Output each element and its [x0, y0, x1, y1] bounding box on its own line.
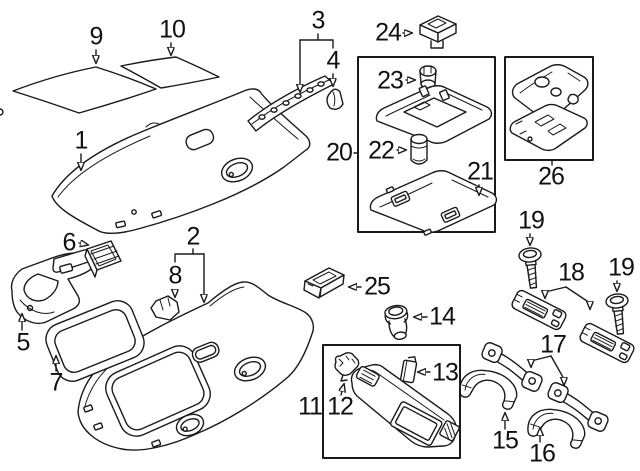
screw-19-right-drawing: [604, 292, 633, 336]
visor-clip-12-drawing: [334, 352, 360, 382]
console-insert-drawing: [84, 240, 122, 278]
reading-lamp-bracket-drawing: [509, 103, 588, 152]
callout-22: 22: [368, 136, 395, 165]
callout-8: 8: [168, 261, 183, 290]
overhead-console-housing-drawing: [10, 249, 97, 325]
callout-16: 16: [529, 439, 556, 468]
callout-7: 7: [49, 368, 64, 397]
callout-14: 14: [429, 302, 456, 331]
callout-19-right: 19: [608, 253, 635, 282]
insulation-pad-10-drawing: [120, 56, 220, 89]
reading-lamp-25-drawing: [303, 267, 345, 299]
headliner-front-drawing: [51, 88, 311, 235]
sunroof-trim-ring-drawing: [45, 300, 145, 382]
map-lamp-switch-drawing: [419, 15, 457, 49]
callout-1: 1: [74, 126, 89, 155]
handle-bracket-left-drawing: [509, 288, 569, 332]
bulb-drawing: [410, 133, 428, 165]
headliner-sunroof-drawing: [77, 281, 315, 451]
dome-lamp-drawing: [0, 85, 493, 144]
clip-8-drawing: [150, 295, 180, 321]
callout-24: 24: [375, 18, 402, 47]
callout-23: 23: [377, 66, 404, 95]
sun-visor-box: [322, 344, 461, 459]
callout-2: 2: [186, 222, 201, 251]
callout-9: 9: [89, 22, 104, 51]
handle-bracket-right-drawing: [577, 321, 637, 365]
sun-visor-drawing: [350, 363, 460, 448]
callout-6: 6: [62, 228, 77, 257]
lamp-base-drawing: [369, 170, 498, 236]
callout-19-left: 19: [518, 206, 545, 235]
callout-21: 21: [467, 157, 494, 186]
callout-3: 3: [311, 6, 326, 35]
callout-18: 18: [558, 258, 585, 287]
callout-15: 15: [492, 426, 519, 455]
screw-19-left-drawing: [517, 246, 546, 290]
windshield-header-trim-drawing: [247, 75, 335, 132]
reading-lamp-lens-drawing: [511, 64, 589, 120]
clip-4-drawing: [326, 88, 344, 111]
callout-12: 12: [327, 392, 354, 421]
callout-17: 17: [540, 330, 567, 359]
callout-4: 4: [326, 46, 341, 75]
visor-cap-drawing: [384, 304, 409, 340]
callout-arrows: [22, 33, 617, 443]
insulation-pad-9-drawing: [12, 66, 157, 114]
callout-5: 5: [16, 328, 31, 357]
callout-13: 13: [432, 358, 459, 387]
callout-11: 11: [298, 392, 323, 421]
reading-lamp-box: [504, 56, 594, 161]
callout-25: 25: [364, 272, 391, 301]
callout-26: 26: [538, 162, 565, 191]
callout-10: 10: [159, 15, 186, 44]
callout-20: 20: [326, 138, 353, 167]
dome-lamp-box: [0, 56, 498, 236]
visor-clip-13-drawing: [399, 356, 418, 384]
